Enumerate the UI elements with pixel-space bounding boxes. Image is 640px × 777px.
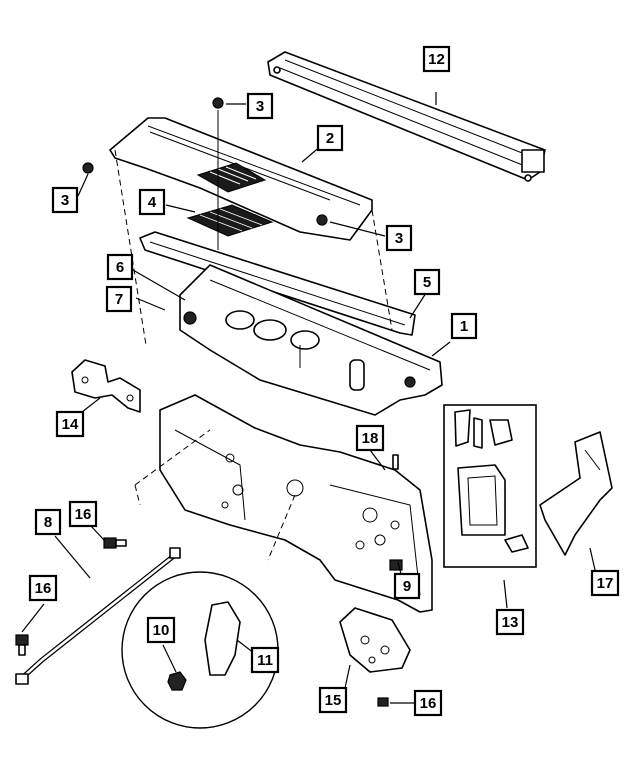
callout-13: 13 <box>495 608 525 636</box>
callout-3-right: 3 <box>385 224 413 252</box>
callout-11-label: 11 <box>257 652 273 669</box>
callout-14-label: 14 <box>62 416 79 433</box>
bolt-3-top <box>212 97 224 109</box>
part-5-seal <box>139 231 416 336</box>
callout-4-label: 4 <box>148 194 157 211</box>
part-2-cowl-panel <box>109 117 373 241</box>
callout-5-label: 5 <box>423 274 431 291</box>
callout-10-label: 10 <box>153 622 170 639</box>
part-18-clip <box>392 454 399 470</box>
callout-17: 17 <box>590 569 620 597</box>
callout-2: 2 <box>316 124 344 152</box>
callout-6-label: 6 <box>116 259 124 276</box>
part-12-crossmember <box>267 51 546 182</box>
part-14-bracket <box>71 359 141 413</box>
callout-16-a-label: 16 <box>75 506 92 523</box>
callout-18-label: 18 <box>362 430 379 447</box>
bolt-16-a <box>103 537 127 549</box>
callout-16-c: 16 <box>413 689 443 717</box>
callout-16-a: 16 <box>68 500 98 528</box>
callout-9-label: 9 <box>403 578 411 595</box>
part-13-inset-box <box>443 404 537 568</box>
callout-4: 4 <box>138 188 166 216</box>
part-15-bracket <box>339 607 411 673</box>
callout-8-label: 8 <box>44 514 52 531</box>
guide-lines <box>114 110 393 561</box>
callout-7: 7 <box>105 285 133 313</box>
callout-15-label: 15 <box>325 692 342 709</box>
callout-3-left-label: 3 <box>61 192 69 209</box>
callout-7-label: 7 <box>115 291 123 308</box>
callout-11: 11 <box>250 646 280 674</box>
part-8-cable <box>15 547 181 685</box>
callout-1: 1 <box>450 312 478 340</box>
dash-panel <box>159 394 433 613</box>
callout-13-label: 13 <box>502 614 519 631</box>
callout-6: 6 <box>106 253 134 281</box>
callout-10: 10 <box>146 616 176 644</box>
part-1-cowl <box>179 264 443 416</box>
callout-12: 12 <box>422 45 451 73</box>
callout-3-top: 3 <box>246 92 274 120</box>
callout-16-c-label: 16 <box>420 695 437 712</box>
callout-3-top-label: 3 <box>256 98 264 115</box>
callout-16-b: 16 <box>28 574 58 602</box>
callout-17-label: 17 <box>597 575 614 592</box>
callout-1-label: 1 <box>460 318 468 335</box>
callout-15: 15 <box>318 686 348 714</box>
bolt-3-right <box>316 214 328 226</box>
callout-3-right-label: 3 <box>395 230 403 247</box>
callout-9: 9 <box>393 572 421 600</box>
callout-16-b-label: 16 <box>35 580 52 597</box>
callout-5: 5 <box>413 268 441 296</box>
callout-8: 8 <box>34 508 62 536</box>
callout-18: 18 <box>355 424 385 452</box>
bolt-16-c <box>377 697 389 707</box>
detail-circle <box>121 571 279 729</box>
callout-2-label: 2 <box>326 130 334 147</box>
part-17-panel <box>539 431 613 556</box>
part-4-grille <box>186 204 274 237</box>
callout-12-label: 12 <box>428 51 445 68</box>
callout-14: 14 <box>55 410 85 438</box>
bolt-16-b <box>15 634 29 656</box>
bolt-3-left <box>82 162 94 174</box>
callout-3-left: 3 <box>51 186 79 214</box>
